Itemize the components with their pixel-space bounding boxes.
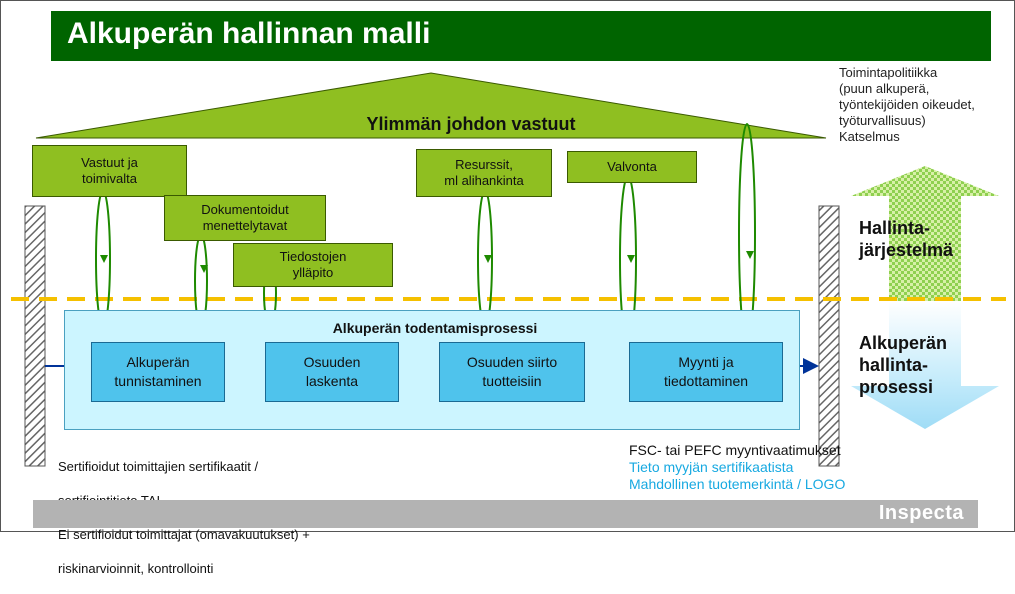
bottom-right-line-3: Mahdollinen tuotemerkintä / LOGO — [629, 476, 846, 492]
bottom-left-line-4: riskinarvioinnit, kontrollointi — [58, 561, 214, 576]
title-bar: Alkuperän hallinnan malli — [51, 11, 991, 61]
bottom-right-line-2: Tieto myyjän sertifikaatista — [629, 459, 794, 475]
step-alkuperan-tunnistaminen: Alkuperän tunnistaminen — [91, 342, 225, 402]
bottom-left-line-3: Ei sertifioidut toimittajat (omavakuutuk… — [58, 527, 310, 542]
label-hallintajarjestelma: Hallinta- järjestelmä — [859, 218, 954, 260]
step-myynti-tiedottaminen: Myynti ja tiedottaminen — [629, 342, 783, 402]
step-4-label: Myynti ja tiedottaminen — [663, 354, 749, 389]
right-pillar — [818, 205, 840, 467]
label-alkuperan-hallintaprosessi: Alkuperän hallinta- prosessi — [859, 333, 948, 397]
loop-arrowheads — [100, 251, 754, 273]
left-pillar — [24, 205, 46, 467]
process-title: Alkuperän todentamisprosessi — [332, 320, 538, 336]
up-arrow — [851, 166, 999, 301]
bottom-right-notes: FSC- tai PEFC myyntivaatimukset Tieto my… — [629, 442, 845, 493]
box-resurssit: Resurssit, ml alihankinta — [416, 149, 552, 197]
footer-bar: Inspecta — [33, 500, 978, 528]
bottom-right-line-1: FSC- tai PEFC myyntivaatimukset — [629, 442, 841, 458]
inspecta-logo: Inspecta — [878, 502, 964, 524]
box-dokumentoidut: Dokumentoidut menettelytavat — [164, 195, 326, 241]
box-vastuut-label: Vastuut ja toimivalta — [81, 155, 138, 186]
step-3-label: Osuuden siirto tuotteisiin — [466, 354, 558, 389]
box-valvonta-label: Valvonta — [607, 159, 657, 174]
roof-shape — [35, 72, 827, 139]
step-1-label: Alkuperän tunnistaminen — [114, 354, 202, 389]
down-arrow — [851, 301, 999, 429]
policy-text: Toimintapolitiikka (puun alkuperä, työnt… — [839, 65, 975, 144]
box-vastuut: Vastuut ja toimivalta — [32, 145, 187, 197]
step-osuuden-siirto: Osuuden siirto tuotteisiin — [439, 342, 585, 402]
bottom-left-line-1: Sertifioidut toimittajien sertifikaatit … — [58, 459, 259, 474]
box-tiedostojen-label: Tiedostojen ylläpito — [279, 249, 347, 280]
box-resurssit-label: Resurssit, ml alihankinta — [444, 157, 524, 188]
box-valvonta: Valvonta — [567, 151, 697, 183]
step-2-label: Osuuden laskenta — [303, 354, 361, 389]
step-osuuden-laskenta: Osuuden laskenta — [265, 342, 399, 402]
box-tiedostojen: Tiedostojen ylläpito — [233, 243, 393, 287]
box-dokumentoidut-label: Dokumentoidut menettelytavat — [201, 202, 289, 233]
slide: Alkuperän hallinnan malli — [0, 0, 1015, 576]
diagram-graphics — [11, 72, 1006, 467]
roof-label: Ylimmän johdon vastuut — [366, 114, 576, 134]
slide-title: Alkuperän hallinnan malli — [67, 17, 431, 50]
